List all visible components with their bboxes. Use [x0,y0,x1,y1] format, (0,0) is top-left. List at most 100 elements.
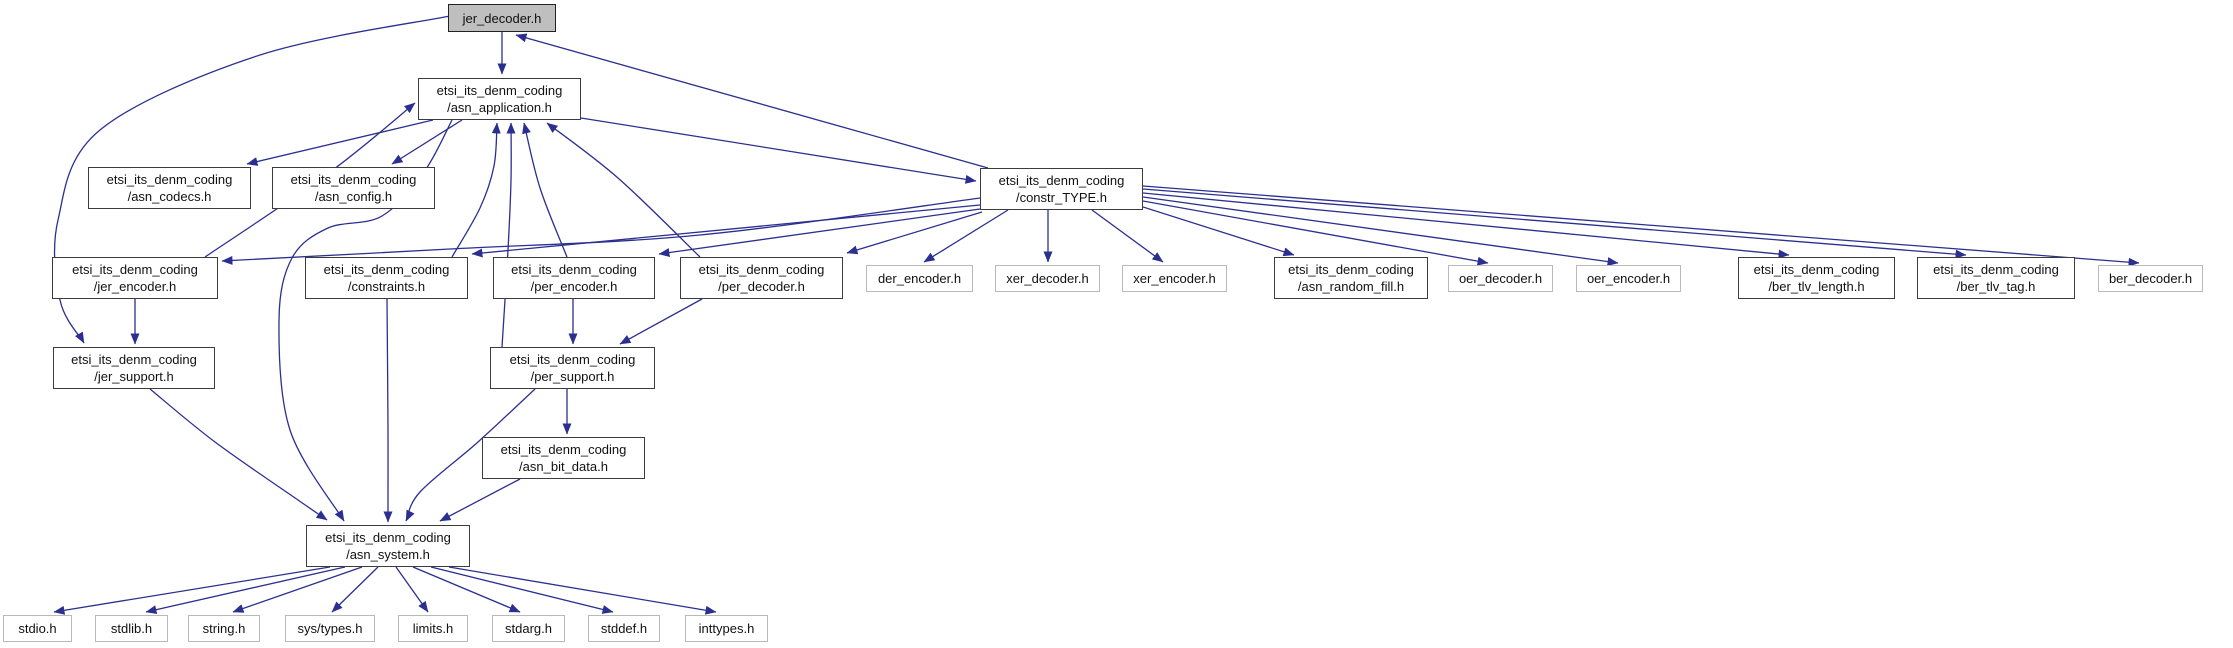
node-ber_tlv_length-label-0: etsi_its_denm_coding [1753,262,1880,277]
node-per_support-label-0: etsi_its_denm_coding [509,352,636,367]
node-asn_system[interactable]: etsi_its_denm_coding/asn_system.h [306,525,470,567]
edge-constraints-asn_application [451,122,501,258]
edge-constr_TYPE-jer_decoder [515,33,989,169]
node-ber_tlv_length-label-1: /ber_tlv_length.h [1768,279,1865,294]
node-constr_TYPE[interactable]: etsi_its_denm_coding/constr_TYPE.h [980,168,1143,210]
edge-asn_system-limits [395,566,429,613]
node-xer_decoder-label-0: xer_decoder.h [1006,271,1089,286]
edge-constr_TYPE-constraints [471,204,981,258]
node-per_support-label-1: /per_support.h [530,369,615,384]
node-asn_codecs-label-1: /asn_codecs.h [127,189,212,204]
node-constraints-label-0: etsi_its_denm_coding [323,262,450,277]
node-xer_encoder: xer_encoder.h [1122,265,1227,292]
edge-per_decoder-per_support [619,298,703,345]
node-inttypes: inttypes.h [685,615,768,642]
node-oer_decoder: oer_decoder.h [1448,265,1553,292]
node-xer_encoder-label-0: xer_encoder.h [1133,271,1216,286]
node-der_encoder-label-0: der_encoder.h [877,271,962,286]
node-ber_tlv_tag-label-1: /ber_tlv_tag.h [1956,279,2036,294]
node-oer_encoder: oer_encoder.h [1576,265,1681,292]
node-asn_application-label-1: /asn_application.h [447,100,552,115]
node-jer_support[interactable]: etsi_its_denm_coding/jer_support.h [53,347,215,389]
node-inttypes-label-0: inttypes.h [698,621,755,636]
node-asn_codecs[interactable]: etsi_its_denm_coding/asn_codecs.h [88,167,251,209]
edge-asn_system-stdio [53,566,331,615]
node-asn_bit_data[interactable]: etsi_its_denm_coding/asn_bit_data.h [482,437,645,479]
node-stdlib-label-0: stdlib.h [110,621,153,636]
node-per_encoder-label-0: etsi_its_denm_coding [511,262,637,277]
edge-per_decoder-asn_application [546,122,701,258]
node-asn_random_fill-label-0: etsi_its_denm_coding [1288,262,1414,277]
node-oer_decoder-label-0: oer_decoder.h [1458,271,1543,286]
node-jer_encoder[interactable]: etsi_its_denm_coding/jer_encoder.h [52,257,218,299]
node-per_decoder-label-0: etsi_its_denm_coding [698,262,825,277]
node-string: string.h [188,615,260,642]
node-asn_application-label-0: etsi_its_denm_coding [436,83,563,98]
node-asn_system-label-0: etsi_its_denm_coding [325,530,451,545]
node-asn_bit_data-label-1: /asn_bit_data.h [519,459,608,474]
node-stddef: stddef.h [588,615,660,642]
node-per_decoder[interactable]: etsi_its_denm_coding/per_decoder.h [680,257,843,299]
node-jer_support-label-0: etsi_its_denm_coding [71,352,197,367]
node-stdio-label-0: stdio.h [18,621,57,636]
node-stddef-label-0: stddef.h [600,621,648,636]
edge-constr_TYPE-ber_decoder [1142,185,2140,267]
edge-constr_TYPE-asn_random_fill [1142,206,1295,257]
edge-constr_TYPE-per_decoder [846,211,983,255]
node-limits-label-0: limits.h [412,621,454,636]
edge-constr_TYPE-xer_encoder [1091,209,1164,263]
edge-asn_system-stdarg [412,566,521,613]
node-ber_tlv_tag[interactable]: etsi_its_denm_coding/ber_tlv_tag.h [1917,257,2075,299]
node-ber_decoder-label-0: ber_decoder.h [2108,271,2193,286]
node-asn_application[interactable]: etsi_its_denm_coding/asn_application.h [418,78,581,120]
edge-constr_TYPE-ber_tlv_length [1142,192,1790,259]
node-asn_random_fill[interactable]: etsi_its_denm_coding/asn_random_fill.h [1274,257,1428,299]
node-jer_decoder: jer_decoder.h [448,4,556,32]
node-xer_decoder: xer_decoder.h [995,265,1100,292]
edge-constr_TYPE-per_encoder [658,208,981,257]
edge-asn_system-stdlib [145,566,346,615]
edge-constr_TYPE-oer_encoder [1142,196,1619,267]
node-constr_TYPE-label-1: /constr_TYPE.h [1015,190,1108,205]
node-asn_system-label-1: /asn_system.h [346,547,430,562]
node-ber_tlv_tag-label-0: etsi_its_denm_coding [1933,262,2059,277]
node-ber_tlv_length[interactable]: etsi_its_denm_coding/ber_tlv_length.h [1738,257,1895,299]
node-jer_decoder-label-0: jer_decoder.h [462,10,542,26]
node-limits: limits.h [398,615,468,642]
node-der_encoder: der_encoder.h [866,265,973,292]
node-asn_bit_data-label-0: etsi_its_denm_coding [500,442,627,457]
node-jer_support-label-1: /jer_support.h [94,369,174,384]
node-per_encoder-label-1: /per_encoder.h [530,279,618,294]
node-constraints[interactable]: etsi_its_denm_coding/constraints.h [305,257,468,299]
node-asn_codecs-label-0: etsi_its_denm_coding [106,172,233,187]
edge-asn_system-string [232,566,363,613]
node-string-label-0: string.h [202,621,246,636]
edge-asn_application-asn_codecs [246,119,434,166]
edge-asn_application-asn_config [391,119,463,165]
node-sys_types-label-0: sys/types.h [297,621,363,636]
edge-constr_TYPE-oer_decoder [1142,200,1489,266]
node-asn_config-label-0: etsi_its_denm_coding [290,172,417,187]
edge-jer_support-asn_system [149,388,328,521]
node-asn_config[interactable]: etsi_its_denm_coding/asn_config.h [272,167,435,209]
edge-asn_system-inttypes [448,566,717,615]
node-constr_TYPE-label-0: etsi_its_denm_coding [998,173,1125,188]
edge-constr_TYPE-der_encoder [923,209,1009,263]
edge-asn_system-sys_types [331,566,379,613]
node-per_support[interactable]: etsi_its_denm_coding/per_support.h [490,347,655,389]
edge-per_support-asn_system [405,388,536,522]
node-per_encoder[interactable]: etsi_its_denm_coding/per_encoder.h [493,257,655,299]
edge-asn_bit_data-asn_system [439,478,521,522]
node-stdio: stdio.h [3,615,72,642]
edge-asn_application-constr_TYPE [580,117,977,184]
node-asn_random_fill-label-1: /asn_random_fill.h [1297,279,1405,294]
edge-constraints-asn_system [383,298,393,523]
node-stdarg-label-0: stdarg.h [505,621,552,636]
node-constraints-label-1: /constraints.h [347,279,426,294]
node-ber_decoder: ber_decoder.h [2098,265,2203,292]
edge-per_support-asn_application [501,122,516,348]
node-sys_types: sys/types.h [285,615,375,642]
edge-per_encoder-asn_application [522,122,568,258]
node-per_decoder-label-1: /per_decoder.h [718,279,805,294]
